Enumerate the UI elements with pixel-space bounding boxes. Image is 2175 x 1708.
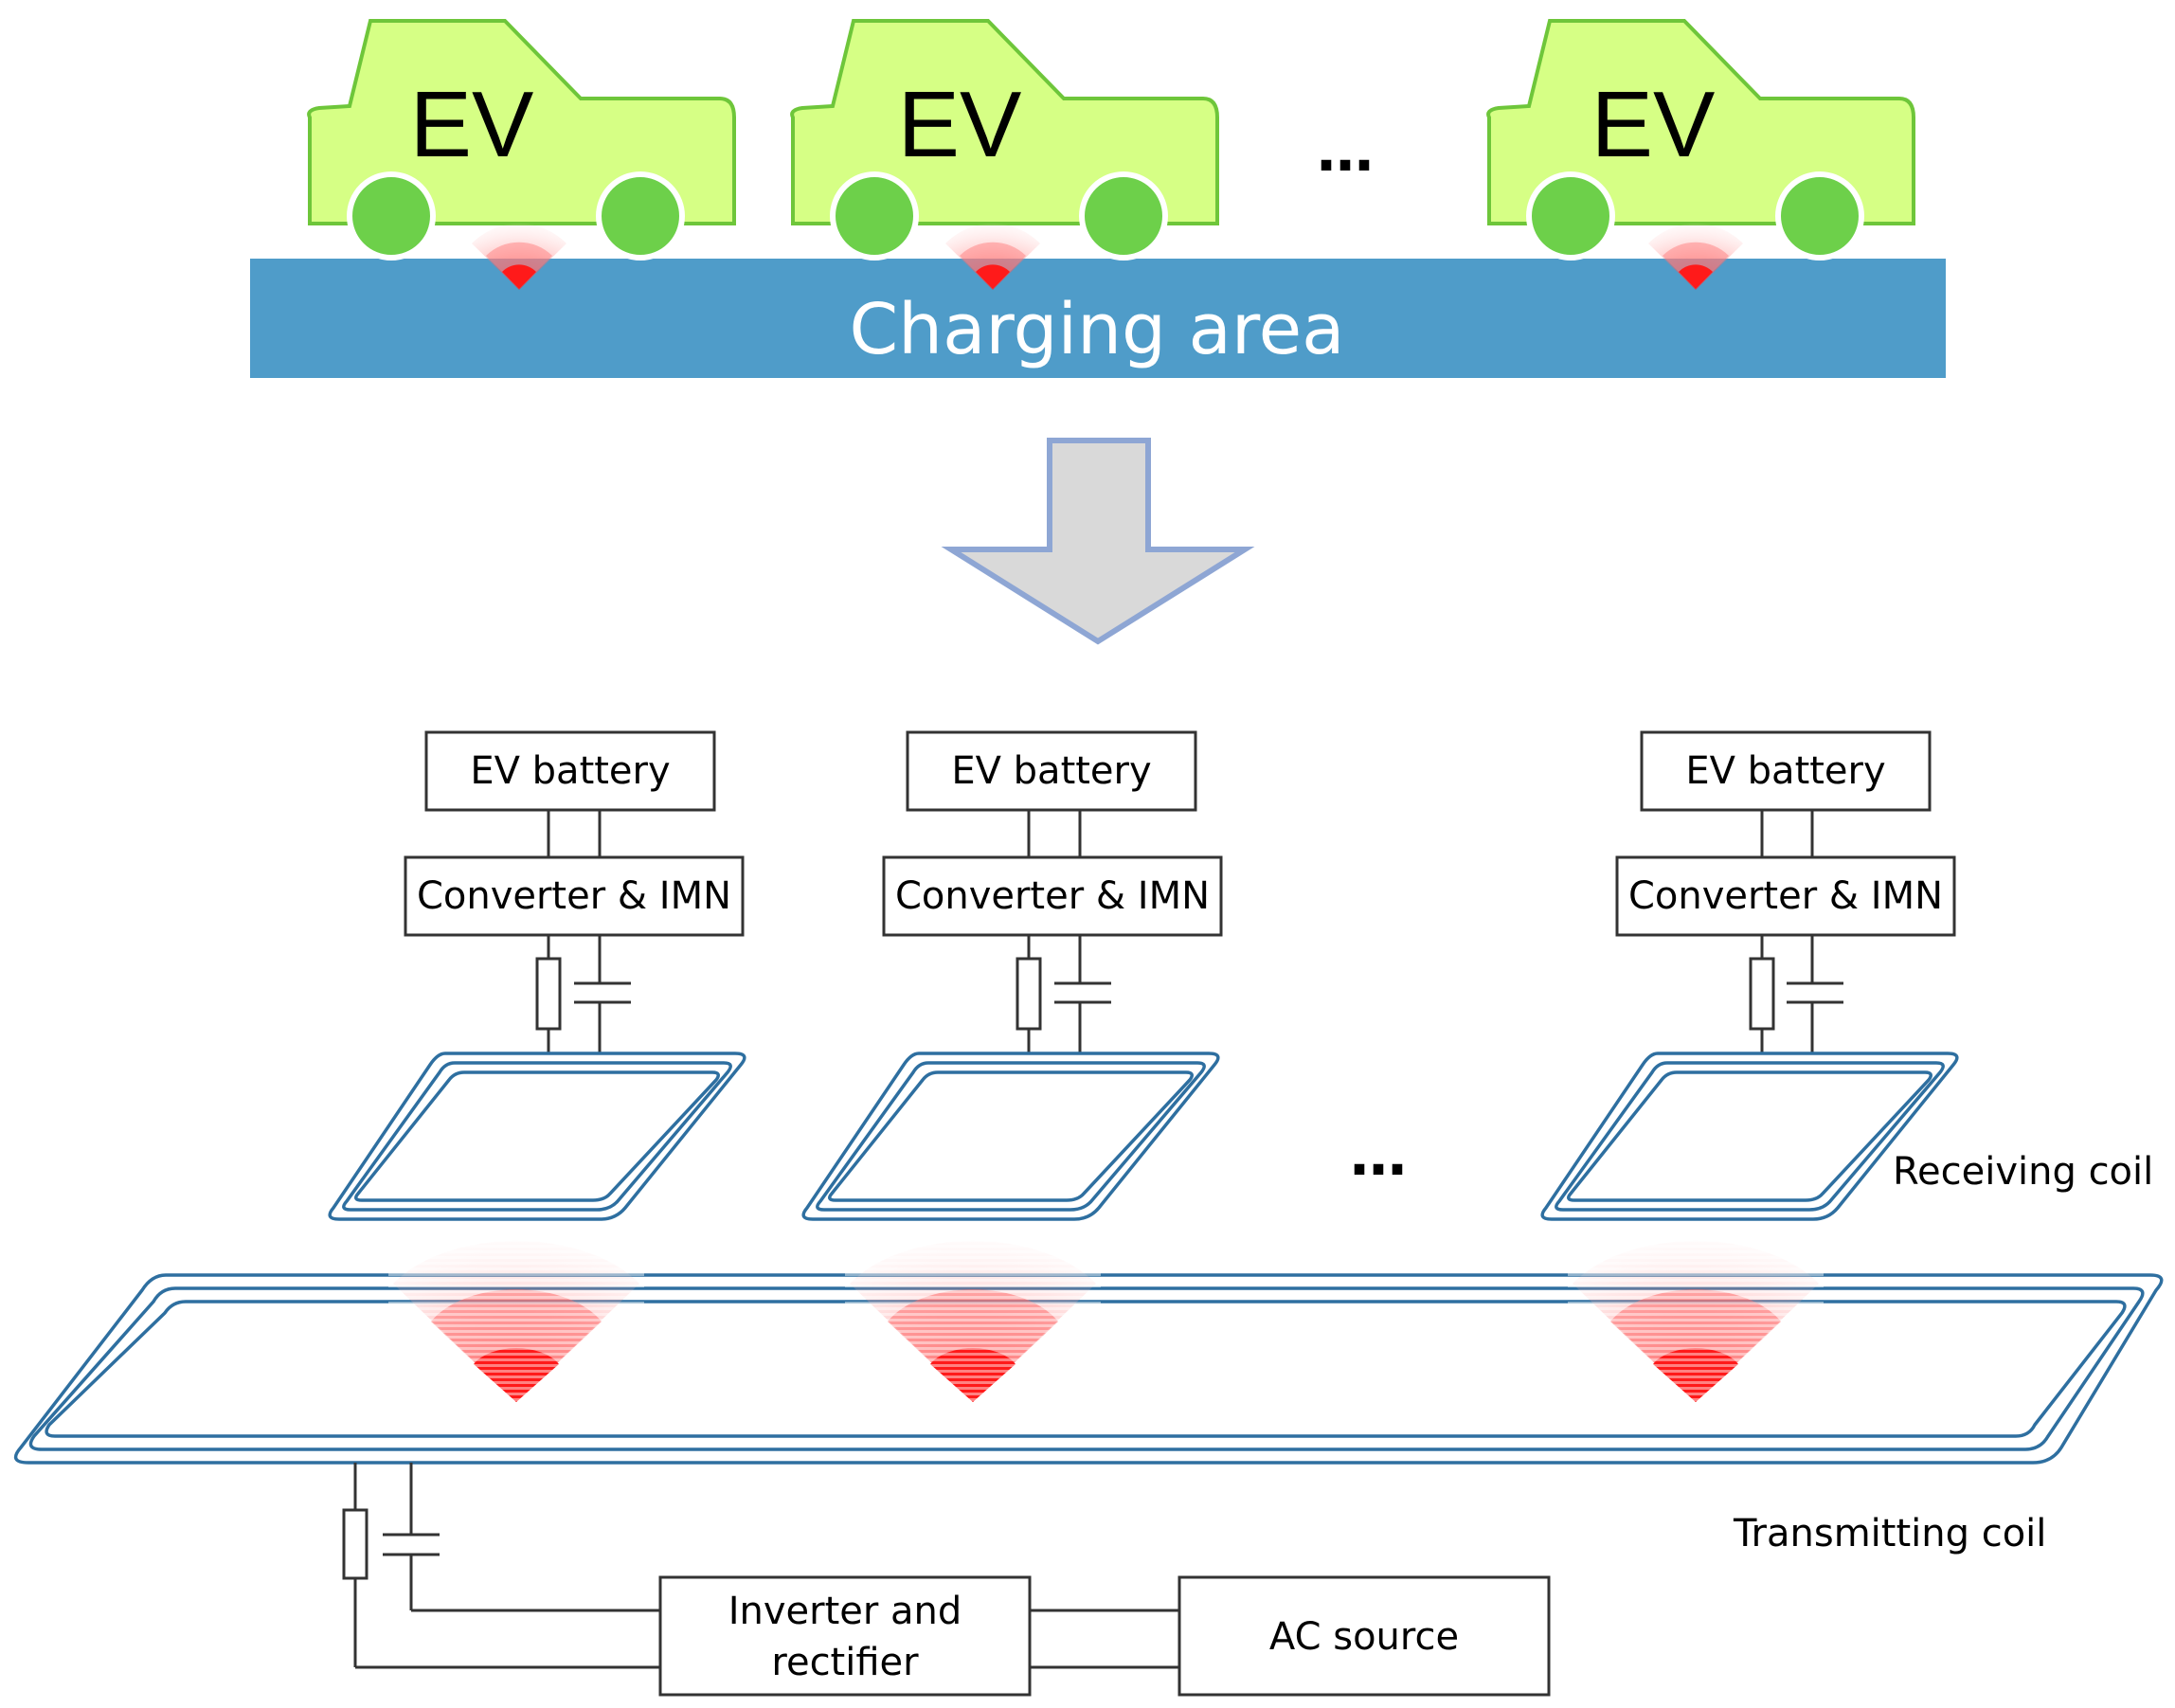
car-body bbox=[1486, 19, 1915, 225]
wheel-icon bbox=[1079, 171, 1168, 261]
ev-battery-label: EV battery bbox=[951, 749, 1151, 793]
receiver-unit: EV battery Converter & IMN bbox=[1540, 730, 1959, 1221]
ev-battery-label: EV battery bbox=[1685, 749, 1885, 793]
converter-box bbox=[882, 855, 1223, 937]
receiving-coil-icon bbox=[1540, 1052, 1959, 1221]
ev-battery-box bbox=[424, 730, 716, 812]
converter-label: Converter & IMN bbox=[895, 874, 1210, 918]
charging-area-label: Charging area bbox=[850, 289, 1345, 370]
ac-source-label: AC source bbox=[1269, 1615, 1459, 1659]
resistor-icon bbox=[342, 1508, 368, 1580]
receiving-coil-icon bbox=[328, 1052, 746, 1221]
resistor-icon bbox=[1016, 957, 1042, 1031]
transmitting-coil-label: Transmitting coil bbox=[1733, 1512, 2046, 1555]
resistor-icon bbox=[1749, 957, 1775, 1031]
resistor-icon bbox=[535, 957, 562, 1031]
converter-box bbox=[1615, 855, 1956, 937]
car-body bbox=[307, 19, 736, 225]
converter-label: Converter & IMN bbox=[1628, 874, 1943, 918]
capacitor-icon bbox=[383, 1533, 440, 1556]
vehicle: EV bbox=[1486, 19, 1915, 261]
receivers-ellipsis: … bbox=[1350, 1123, 1407, 1189]
capacitor-icon bbox=[574, 981, 631, 1004]
receiving-coil-label: Receiving coil bbox=[1893, 1150, 2153, 1194]
vehicle: EV bbox=[790, 19, 1219, 261]
field-icon bbox=[1568, 1240, 1824, 1404]
vehicle-label: EV bbox=[1591, 72, 1716, 176]
inverter-label-line1: Inverter and bbox=[728, 1590, 962, 1633]
receiving-coil-icon bbox=[801, 1052, 1220, 1221]
converter-box bbox=[404, 855, 745, 937]
receiver-unit: EV battery Converter & IMN bbox=[801, 730, 1223, 1221]
ev-battery-label: EV battery bbox=[470, 749, 670, 793]
field-icon bbox=[472, 223, 566, 290]
vehicles-ellipsis: … bbox=[1317, 118, 1374, 185]
wheel-icon bbox=[1526, 171, 1615, 261]
capacitor-icon bbox=[1054, 981, 1111, 1004]
wheel-icon bbox=[347, 171, 436, 261]
field-icon bbox=[845, 1240, 1101, 1404]
wheel-icon bbox=[1775, 171, 1864, 261]
converter-label: Converter & IMN bbox=[417, 874, 731, 918]
inverter-box bbox=[658, 1575, 1032, 1697]
field-icon bbox=[388, 1240, 644, 1404]
field-icon bbox=[945, 223, 1040, 290]
down-arrow-icon bbox=[941, 438, 1255, 645]
receiver-unit: EV battery Converter & IMN bbox=[328, 730, 746, 1221]
car-body bbox=[790, 19, 1219, 225]
charging-area-strip bbox=[250, 259, 1946, 378]
field-icon bbox=[1648, 223, 1743, 290]
capacitor-icon bbox=[1787, 981, 1843, 1004]
vehicle-label: EV bbox=[898, 72, 1022, 176]
transmitting-coil-icon bbox=[13, 1273, 2164, 1465]
wheel-icon bbox=[830, 171, 919, 261]
inverter-label-line2: rectifier bbox=[771, 1641, 919, 1684]
wheel-icon bbox=[596, 171, 685, 261]
transmitter-circuit: Inverter and rectifier AC source bbox=[342, 1463, 1551, 1697]
vehicle: EV bbox=[307, 19, 736, 261]
ev-battery-box bbox=[906, 730, 1197, 812]
ev-battery-box bbox=[1640, 730, 1932, 812]
ac-source-box bbox=[1177, 1575, 1551, 1697]
vehicle-label: EV bbox=[410, 72, 534, 176]
